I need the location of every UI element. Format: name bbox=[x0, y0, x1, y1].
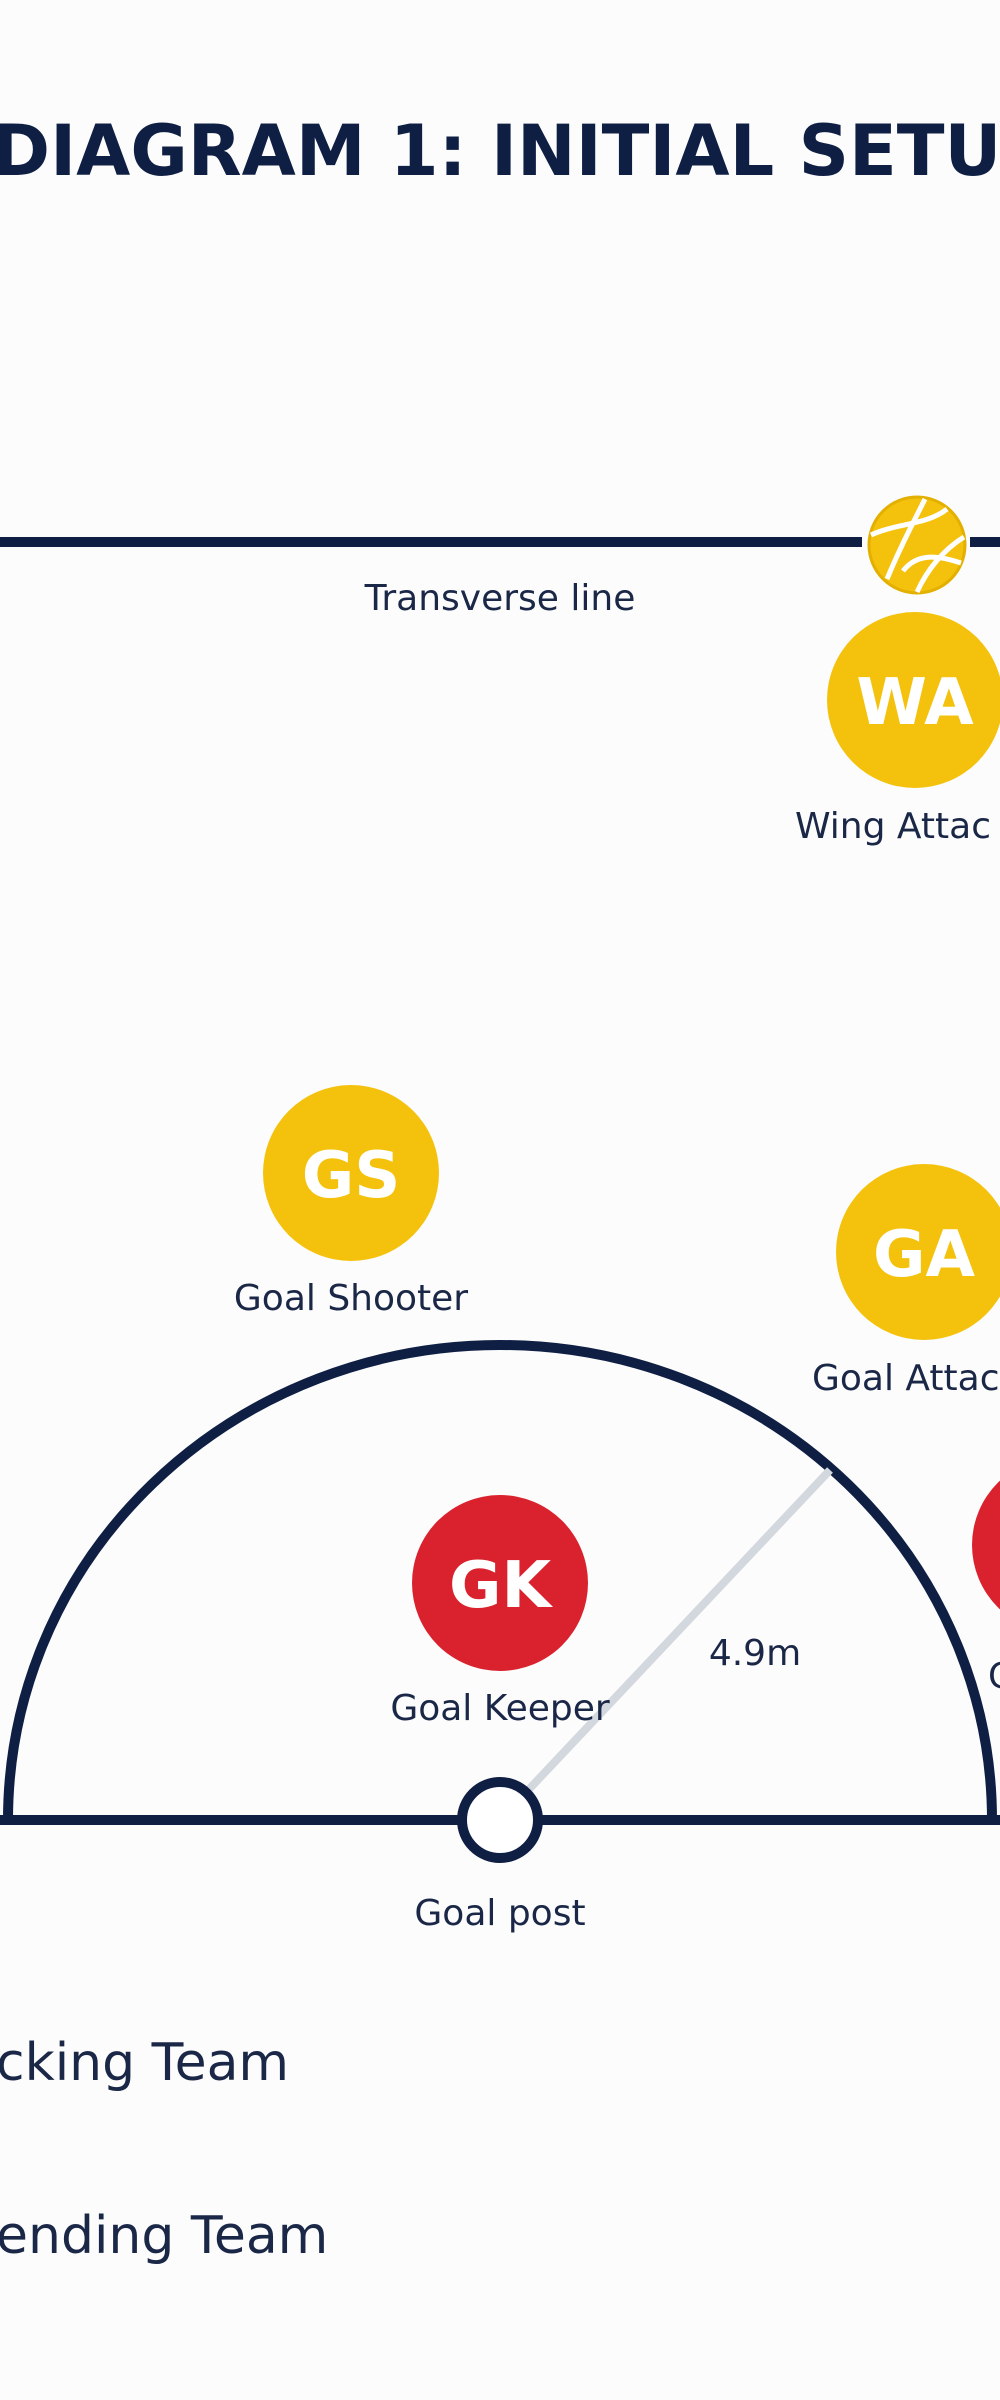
goal-post bbox=[457, 1777, 543, 1863]
radius-measure-line bbox=[497, 1467, 833, 1823]
player-ga-marker bbox=[836, 1164, 1000, 1340]
player-gk-abbr: GK bbox=[449, 1549, 554, 1623]
player-partial-defender: G bbox=[972, 1480, 1000, 1697]
player-wa-abbr: WA bbox=[856, 666, 974, 740]
player-gk: GK Goal Keeper bbox=[390, 1495, 610, 1729]
legend-attacking-team: cking Team bbox=[0, 2033, 289, 2093]
radius-measure-label: 4.9m bbox=[709, 1633, 801, 1674]
player-partial-defender-marker bbox=[972, 1480, 1000, 1610]
player-gs: GS Goal Shooter bbox=[234, 1085, 468, 1319]
player-ga-name: Goal Attac bbox=[812, 1358, 1000, 1399]
player-gk-marker bbox=[412, 1495, 588, 1671]
player-gk-name: Goal Keeper bbox=[390, 1688, 610, 1729]
player-wa: WA Wing Attac bbox=[795, 612, 1000, 847]
legend-defending-team: ending Team bbox=[0, 2206, 328, 2266]
player-wa-marker bbox=[827, 612, 1000, 788]
player-wa-name: Wing Attac bbox=[795, 806, 991, 847]
player-gs-name: Goal Shooter bbox=[234, 1278, 468, 1319]
player-ga: GA Goal Attac bbox=[812, 1164, 1000, 1399]
goal-circle bbox=[3, 1340, 997, 1821]
player-partial-defender-name: G bbox=[988, 1656, 1000, 1697]
netball-icon bbox=[867, 495, 967, 595]
transverse-line-label: Transverse line bbox=[364, 578, 636, 619]
player-gs-marker bbox=[263, 1085, 439, 1261]
player-ga-abbr: GA bbox=[873, 1218, 976, 1292]
diagram-title: DIAGRAM 1: INITIAL SETUP bbox=[0, 110, 1000, 192]
goal-post-label: Goal post bbox=[414, 1893, 585, 1934]
player-gs-abbr: GS bbox=[302, 1139, 401, 1213]
